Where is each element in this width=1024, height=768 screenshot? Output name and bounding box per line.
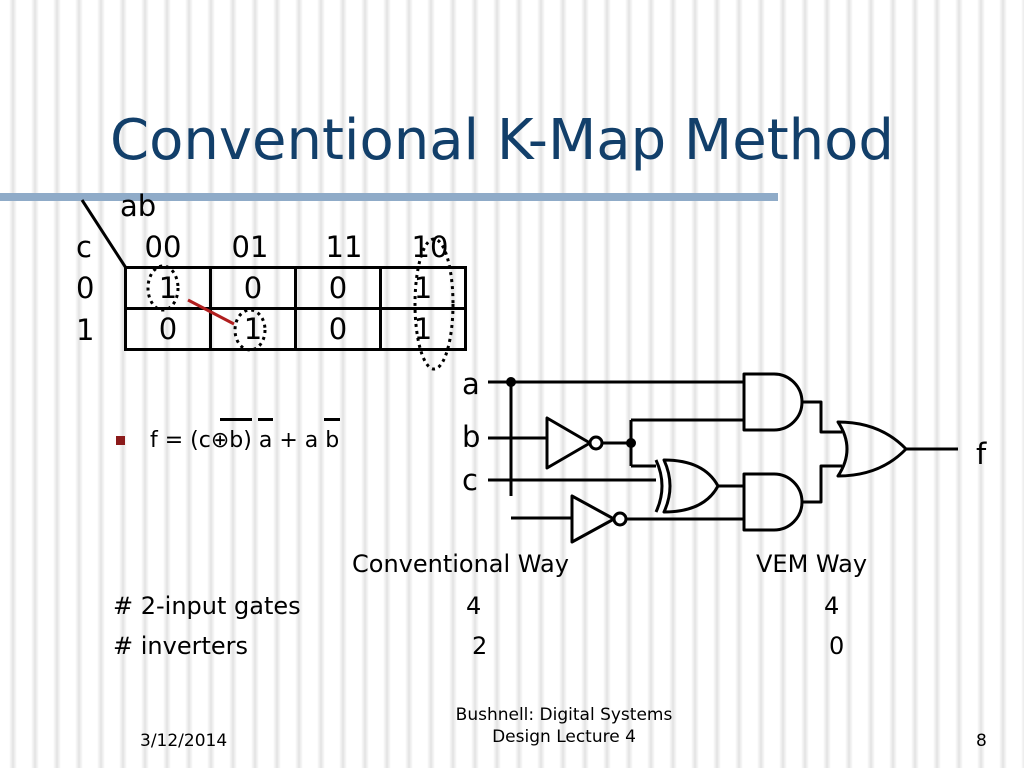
kmap-cell: 0 [294, 307, 382, 351]
and-gate [742, 372, 804, 432]
footer-date: 3/12/2014 [140, 731, 228, 751]
kmap-cell: 0 [124, 307, 212, 351]
wire-and2-to-or [802, 464, 842, 504]
comparison-header-vem: VEM Way [756, 550, 868, 578]
equation-lhs: f = (c [150, 428, 211, 453]
comparison-value: 4 [824, 592, 840, 620]
kmap-col-header: 00 [144, 230, 182, 264]
inverter-gate [570, 494, 616, 544]
complement-b: b [220, 418, 253, 453]
kmap-row-header: 0 [76, 271, 95, 305]
boolean-equation: f = (c⊕b) a + a b [150, 418, 341, 453]
page-number: 8 [976, 731, 987, 751]
junction-dot [626, 438, 636, 448]
equation-rparen: ) [243, 428, 252, 453]
comparison-value: 0 [829, 632, 845, 660]
kmap-cell: 0 [209, 266, 297, 310]
inverter-bubble [588, 435, 604, 451]
group-loop [146, 264, 180, 312]
output-label-f: f [976, 437, 987, 471]
group-loop [413, 237, 455, 371]
adjacency-connector [187, 298, 235, 326]
kmap-diagonal [80, 199, 128, 269]
comparison-value: 4 [466, 592, 482, 620]
complement-a: a [257, 418, 274, 453]
kmap-col-header: 11 [325, 230, 363, 264]
complement-b: b [324, 418, 341, 453]
group-loop [233, 308, 267, 352]
kmap-cell: 1 [124, 266, 212, 310]
kmap-row: 1 0 0 1 [124, 266, 467, 310]
footer-course-line: Bushnell: Digital Systems [455, 705, 673, 725]
input-label-a: a [462, 367, 480, 401]
kmap-row-variable: c [76, 230, 92, 264]
inverter-bubble [612, 511, 628, 527]
footer-course-line: Design Lecture 4 [492, 727, 636, 748]
comparison-header-conventional: Conventional Way [352, 550, 569, 578]
equation-plus: + [279, 428, 298, 453]
xor-gate [662, 458, 720, 514]
kmap-row: 0 1 0 1 [124, 307, 467, 351]
page-title: Conventional K-Map Method [110, 108, 894, 173]
kmap-col-header: 01 [231, 230, 269, 264]
equation-a: a [304, 428, 319, 453]
title-rule [0, 193, 778, 201]
comparison-value: 2 [472, 632, 488, 660]
kmap-row-header: 1 [76, 313, 95, 347]
wire-and1-to-or [802, 400, 842, 434]
comparison-row-label: # 2-input gates [113, 592, 301, 620]
xor-symbol: ⊕ [210, 428, 230, 453]
or-gate [836, 420, 908, 478]
bullet-marker [116, 436, 125, 445]
inverter-gate [545, 416, 592, 470]
kmap-cell: 1 [379, 307, 467, 351]
and-gate [742, 472, 804, 532]
junction-dot [506, 377, 516, 387]
footer-course: Bushnell: Digital Systems Design Lecture… [400, 704, 728, 748]
input-label-b: b [462, 420, 481, 454]
comparison-row-label: # inverters [113, 632, 248, 660]
xor-gate-extra-arc [654, 459, 664, 513]
input-label-c: c [462, 463, 478, 497]
kmap-grid: 1 0 0 1 0 1 0 1 [124, 266, 467, 351]
kmap-cell: 0 [294, 266, 382, 310]
kmap-col-variable: ab [120, 189, 157, 223]
